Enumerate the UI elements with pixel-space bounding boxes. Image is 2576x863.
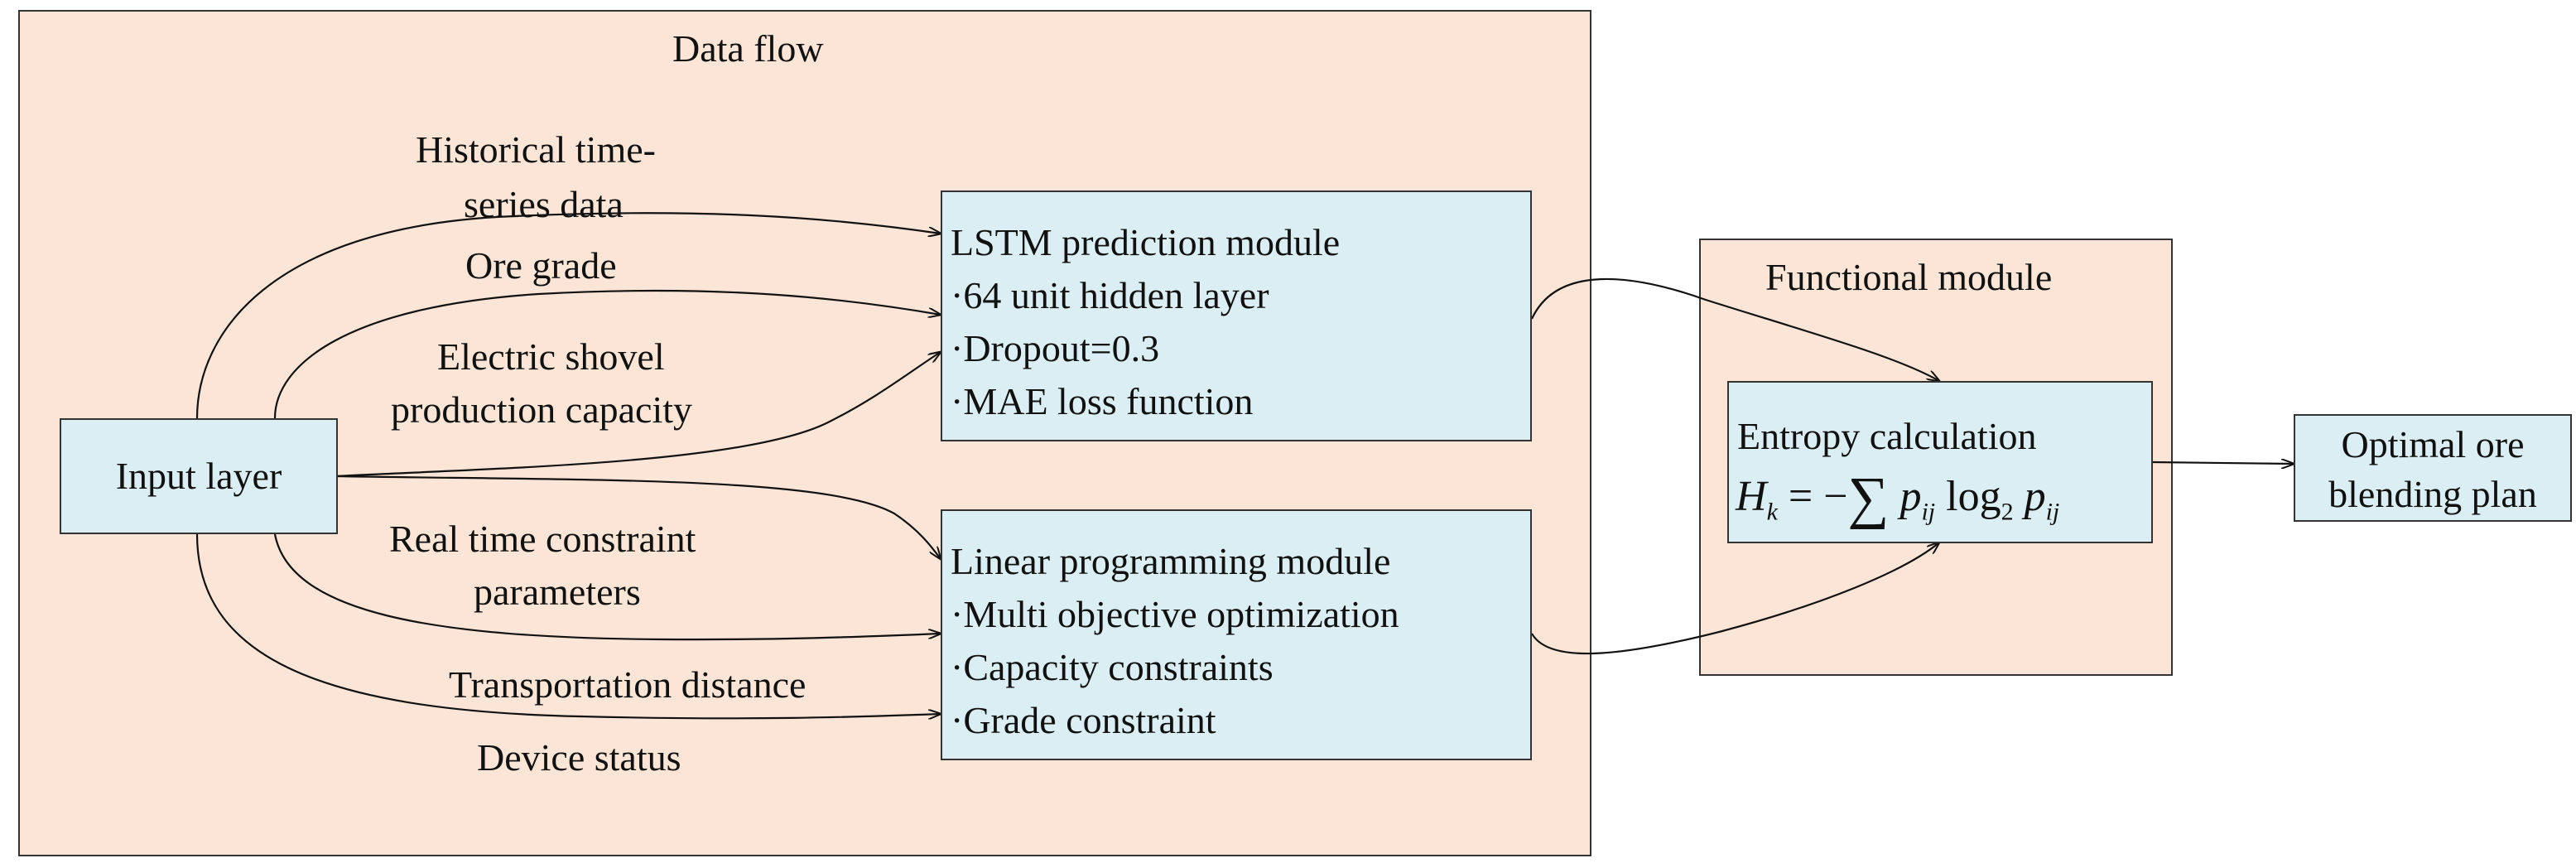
input-layer-label: Input layer [115, 455, 282, 497]
functional-module-title: Functional module [1765, 256, 2053, 298]
lstm-item-hidden: ·64 unit hidden layer [951, 274, 1269, 316]
label-historical-line1: Historical time- [416, 128, 656, 171]
lstm-item-dropout: ·Dropout=0.3 [951, 327, 1160, 369]
label-ore-grade: Ore grade [465, 244, 617, 287]
input-layer-box: Input layer [60, 418, 338, 534]
label-shovel-line2: production capacity [391, 388, 693, 431]
label-historical-line2: series data [464, 183, 624, 225]
formula-h-sub: k [1766, 498, 1778, 526]
arrow-entropy-to-output [2152, 462, 2294, 464]
lstm-item-loss: ·MAE loss function [951, 380, 1254, 422]
formula-p1: p [1899, 473, 1922, 520]
label-transport: Transportation distance [449, 663, 807, 706]
lstm-module-box: LSTM prediction module ·64 unit hidden l… [941, 190, 1532, 441]
arrow-shovel [335, 352, 941, 478]
label-constraint-line1: Real time constraint [389, 518, 696, 560]
arrow-lstm-to-entropy [1531, 277, 1939, 381]
arrow-lp-to-entropy [1531, 542, 1939, 655]
arrow-historical [195, 212, 941, 419]
formula-sigma: ∑ [1847, 466, 1890, 530]
arrow-device [195, 533, 941, 718]
output-line2: blending plan [2328, 473, 2537, 515]
formula-eq: = − [1788, 473, 1848, 520]
label-device: Device status [477, 736, 681, 779]
entropy-box: Entropy calculation Hk = −∑ pij log2 pij [1727, 381, 2153, 543]
lp-item-multiobjective: ·Multi objective optimization [951, 593, 1399, 635]
entropy-title: Entropy calculation [1737, 415, 2037, 457]
formula-log-sub: 2 [2001, 498, 2014, 526]
entropy-formula: Hk = −∑ pij log2 pij [1736, 465, 2059, 532]
output-box: Optimal ore blending plan [2294, 414, 2572, 522]
arrow-ore-grade [273, 289, 941, 419]
output-line1: Optimal ore [2341, 423, 2525, 465]
arrow-transport [273, 533, 941, 641]
data-flow-title: Data flow [672, 27, 824, 70]
lp-item-grade: ·Grade constraint [951, 699, 1216, 741]
arrow-realtime [335, 475, 941, 559]
formula-p2-sub: ij [2045, 498, 2060, 526]
label-shovel-line1: Electric shovel [437, 335, 665, 378]
lstm-title: LSTM prediction module [951, 221, 1341, 263]
formula-p1-sub: ij [1921, 498, 1936, 526]
formula-p2: p [2024, 473, 2046, 520]
formula-h: H [1736, 473, 1767, 520]
formula-log: log [1946, 473, 2001, 520]
lp-title: Linear programming module [951, 540, 1391, 582]
label-constraint-line2: parameters [474, 571, 641, 613]
lp-module-box: Linear programming module ·Multi objecti… [941, 509, 1532, 760]
lp-item-capacity: ·Capacity constraints [951, 646, 1274, 688]
